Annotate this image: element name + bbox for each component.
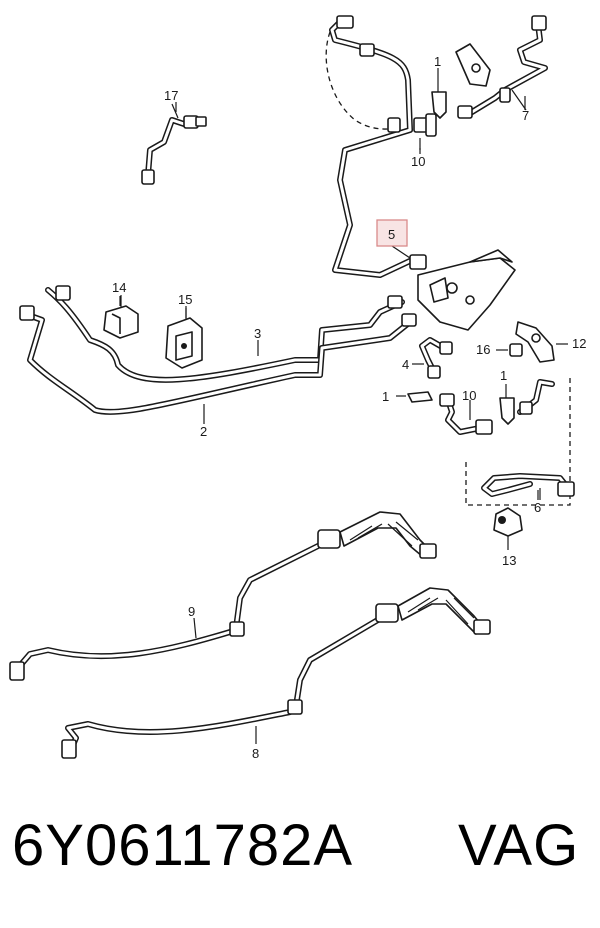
- callout-9[interactable]: 9: [188, 604, 195, 619]
- part-15-clip: [165, 308, 203, 369]
- footer: 6Y0611782A VAG: [0, 812, 600, 902]
- fitting-nut: [359, 43, 375, 57]
- brake-line-9: [9, 511, 437, 681]
- callout-16[interactable]: 16: [476, 342, 490, 357]
- dashed-guide-box: [465, 462, 571, 506]
- callout-10-lower[interactable]: 10: [462, 388, 476, 403]
- brake-line-3: [45, 285, 405, 383]
- callout-1-middle-left[interactable]: 1: [382, 389, 389, 404]
- part-7-bracket: [455, 43, 491, 87]
- fitting-nut: [336, 15, 354, 29]
- callout-6[interactable]: 6: [534, 500, 541, 515]
- brake-line-8: [61, 587, 491, 759]
- part-17-line: [141, 103, 207, 185]
- part-12-bracket: [515, 321, 568, 363]
- part-13-grommet: [493, 507, 523, 537]
- hose-loop-dashed: [325, 31, 401, 130]
- fitting-nut: [409, 254, 427, 270]
- callout-10-upper[interactable]: 10: [411, 154, 425, 169]
- highlight-box-5: [376, 219, 408, 247]
- callout-leaders: [119, 89, 539, 744]
- abs-bracket-assembly: [417, 249, 516, 331]
- part-16-bolt: [496, 343, 523, 357]
- brand-label: VAG: [458, 813, 580, 878]
- part-4-hose: [412, 337, 453, 379]
- part-1-clip-middle-right: [499, 384, 515, 425]
- part-number: 6Y0611782A: [12, 813, 354, 878]
- brake-line-right-middle: [517, 379, 555, 415]
- brake-line-exploded-diagram: 17 1 7 10 5 14 15 3 16 12 4 1 10 1 2 6 1…: [9, 15, 586, 761]
- part-14-clip: [103, 295, 139, 339]
- callout-1-upper[interactable]: 1: [434, 54, 441, 69]
- part-7-line: [457, 15, 548, 119]
- callout-3[interactable]: 3: [254, 326, 261, 341]
- callout-4[interactable]: 4: [402, 357, 409, 372]
- callout-14[interactable]: 14: [112, 280, 126, 295]
- part-10-connector-upper: [413, 113, 437, 150]
- part-6-line: [481, 473, 575, 500]
- callout-8[interactable]: 8: [252, 746, 259, 761]
- callout-17[interactable]: 17: [164, 88, 178, 103]
- part-10-connector-lower: [439, 393, 493, 435]
- callout-12[interactable]: 12: [572, 336, 586, 351]
- part-1-clip-middle-left: [396, 391, 433, 403]
- part-1-clip-upper: [431, 68, 447, 119]
- callout-2[interactable]: 2: [200, 424, 207, 439]
- brake-line-2: [19, 305, 417, 415]
- fitting-nut: [387, 117, 401, 133]
- callout-15[interactable]: 15: [178, 292, 192, 307]
- callout-1-middle-right[interactable]: 1: [500, 368, 507, 383]
- callout-7[interactable]: 7: [522, 108, 529, 123]
- callout-5[interactable]: 5: [388, 227, 395, 242]
- callout-13[interactable]: 13: [502, 553, 516, 568]
- brake-line-5: [329, 19, 415, 278]
